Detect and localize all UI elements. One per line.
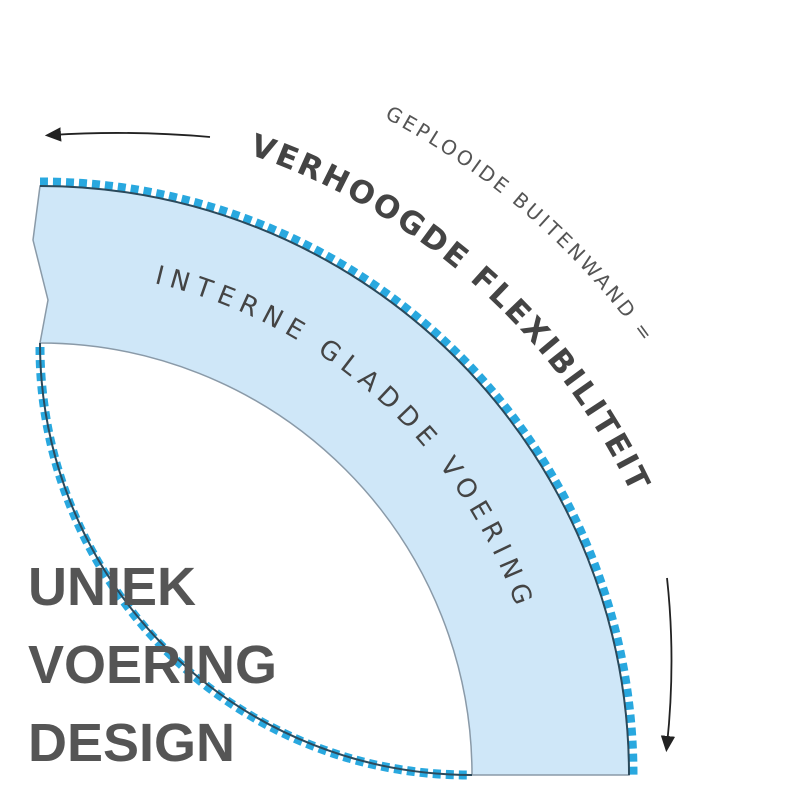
headline-line-2: VOERING bbox=[28, 635, 277, 695]
headline-line-1: UNIEK bbox=[28, 557, 196, 617]
arrow-down-icon bbox=[660, 577, 676, 753]
arrow-left-icon bbox=[44, 127, 211, 142]
headline-line-3: DESIGN bbox=[28, 713, 235, 773]
